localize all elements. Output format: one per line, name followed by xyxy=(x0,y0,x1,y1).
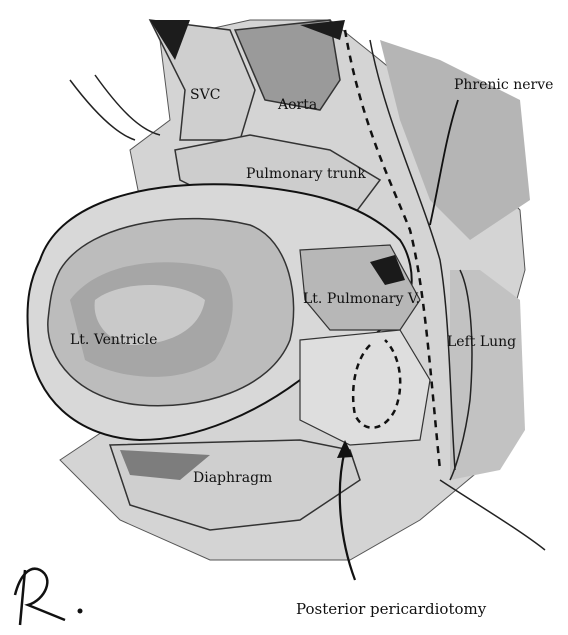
label-posterior-pericardiotomy: Posterior pericardiotomy xyxy=(296,602,486,617)
vessel-line-2 xyxy=(95,75,160,135)
label-diaphragm: Diaphragm xyxy=(193,471,272,485)
lower-right-curve xyxy=(440,480,545,550)
label-left-lung: Left Lung xyxy=(447,335,516,349)
label-aorta: Aorta xyxy=(278,98,317,112)
label-lt-pulmonary-v: Lt. Pulmonary V. xyxy=(303,292,420,306)
label-phrenic-nerve: Phrenic nerve xyxy=(454,78,553,92)
label-lt-ventricle: Lt. Ventricle xyxy=(70,333,157,347)
posterior-pericardium xyxy=(300,330,430,445)
label-pulmonary-trunk: Pulmonary trunk xyxy=(246,167,366,181)
label-svc: SVC xyxy=(190,88,220,102)
signature-mark xyxy=(15,569,83,625)
vessel-line-1 xyxy=(70,80,135,140)
